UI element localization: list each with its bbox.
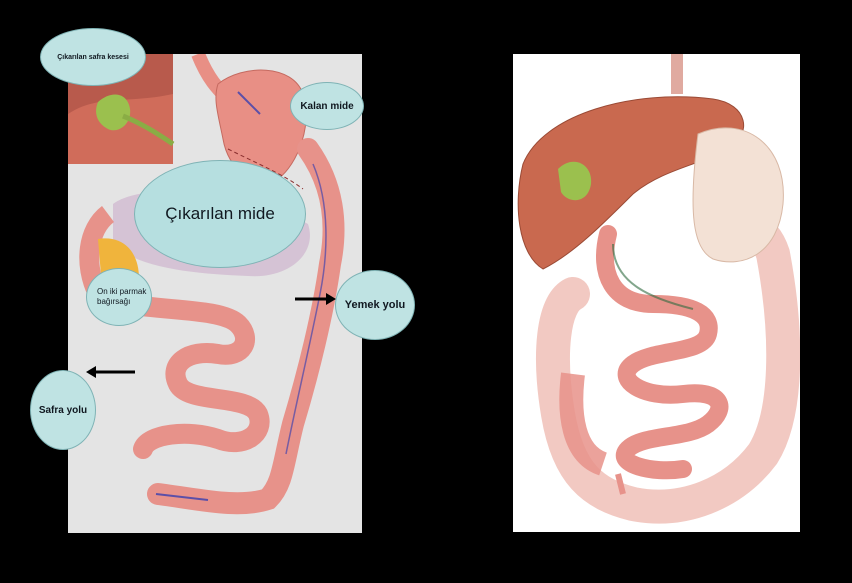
label-removed-gallbladder: Çıkarılan safra kesesi xyxy=(40,28,146,86)
right-anatomy-panel xyxy=(513,54,800,532)
normal-anatomy-illustration xyxy=(513,54,800,532)
cecum xyxy=(571,374,603,464)
esophagus-normal xyxy=(671,54,683,94)
stomach-normal xyxy=(693,128,783,262)
label-bile-path: Safra yolu xyxy=(30,370,96,450)
small-intestine xyxy=(605,234,719,470)
label-food-path: Yemek yolu xyxy=(335,270,415,340)
gallbladder-normal xyxy=(558,162,591,200)
label-remaining-stomach: Kalan mide xyxy=(290,82,364,130)
label-removed-stomach: Çıkarılan mide xyxy=(134,160,306,268)
label-duodenum: On iki parmak bağırsağı xyxy=(86,268,152,326)
